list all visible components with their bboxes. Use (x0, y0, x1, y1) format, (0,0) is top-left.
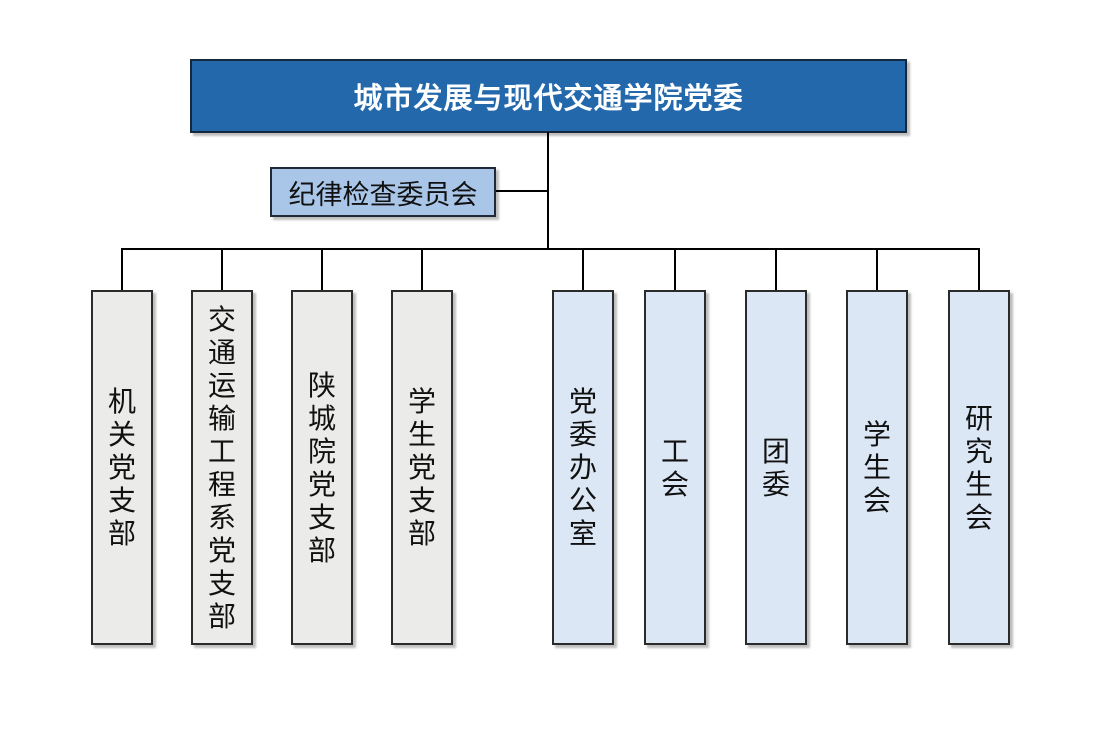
org-column-label: 工会 (660, 435, 689, 500)
org-column-label: 研究生会 (964, 402, 993, 533)
org-column-3: 陕城院党支部 (291, 290, 353, 645)
drop-line-6 (674, 248, 676, 292)
drop-line-8 (876, 248, 878, 292)
org-column-label: 团委 (761, 435, 790, 500)
org-column-label: 学生党支部 (407, 386, 436, 549)
org-column-7: 团委 (745, 290, 807, 645)
drop-line-5 (582, 248, 584, 292)
drop-line-2 (221, 248, 223, 292)
org-column-8: 学生会 (846, 290, 908, 645)
org-column-4: 学生党支部 (391, 290, 453, 645)
org-column-label: 陕城院党支部 (307, 369, 336, 566)
org-column-1: 机关党支部 (91, 290, 153, 645)
bus-line (121, 248, 980, 250)
org-column-9: 研究生会 (948, 290, 1010, 645)
org-column-label: 交通运输工程系党支部 (207, 303, 236, 632)
org-column-label: 党委办公室 (568, 386, 597, 549)
org-column-label: 机关党支部 (107, 386, 136, 549)
drop-line-4 (421, 248, 423, 292)
committee-node: 纪律检查委员会 (270, 167, 496, 217)
org-column-6: 工会 (644, 290, 706, 645)
committee-connector-line (496, 190, 549, 192)
org-column-label: 学生会 (862, 419, 891, 516)
drop-line-7 (775, 248, 777, 292)
committee-node-label: 纪律检查委员会 (288, 179, 478, 210)
drop-line-1 (121, 248, 123, 292)
root-node: 城市发展与现代交通学院党委 (190, 59, 907, 133)
drop-line-9 (978, 248, 980, 292)
org-column-5: 党委办公室 (552, 290, 614, 645)
drop-line-3 (321, 248, 323, 292)
root-node-title: 城市发展与现代交通学院党委 (353, 83, 744, 115)
org-column-2: 交通运输工程系党支部 (191, 290, 253, 645)
